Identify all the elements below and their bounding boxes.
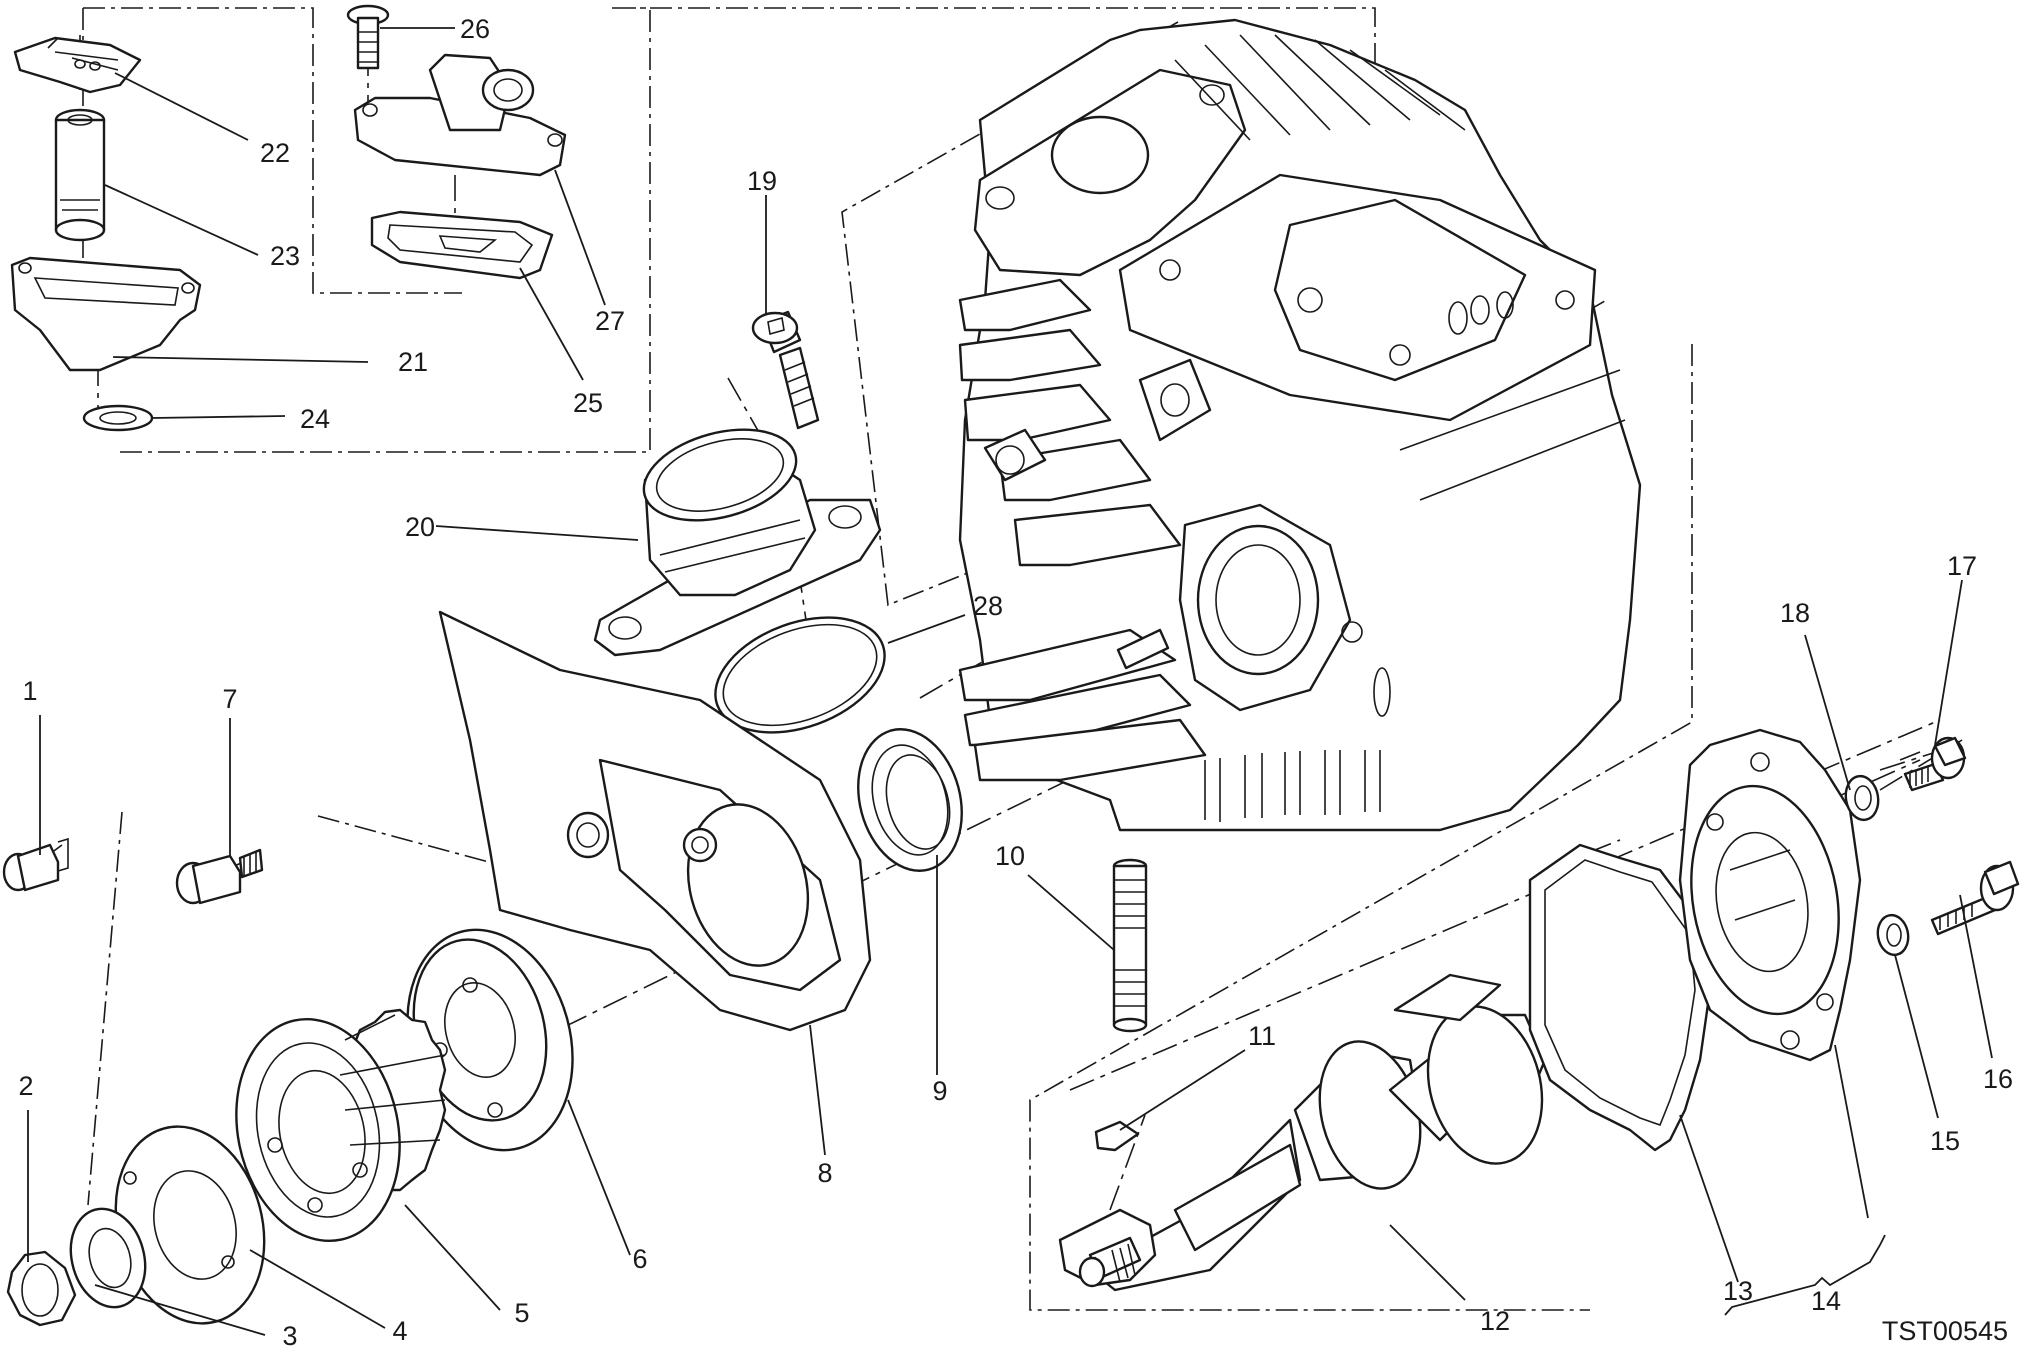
clip-22 — [13, 36, 142, 94]
bracket-14 — [1724, 1234, 1886, 1316]
callout-1: 1 — [22, 676, 37, 706]
callout-9: 9 — [932, 1076, 947, 1106]
screw-26 — [346, 4, 390, 70]
callout-27: 27 — [595, 306, 625, 336]
toothed-pulley-5 — [235, 1008, 447, 1243]
bolt-17 — [1903, 736, 1967, 792]
callout-8: 8 — [817, 1158, 832, 1188]
callout-17: 17 — [1947, 551, 1977, 581]
washer-24 — [82, 404, 154, 432]
cylinder-head — [958, 18, 1642, 832]
intake-manifold-20 — [593, 428, 882, 657]
callout-5: 5 — [514, 1298, 529, 1328]
callout-16: 16 — [1983, 1064, 2013, 1094]
stud-10 — [1112, 858, 1148, 1033]
callout-2: 2 — [18, 1071, 33, 1101]
gasket-13 — [1528, 843, 1712, 1152]
callout-25: 25 — [573, 388, 603, 418]
callout-22: 22 — [260, 138, 290, 168]
timing-belt-cover-8 — [438, 610, 872, 1032]
callout-12: 12 — [1480, 1306, 1510, 1336]
washer-3 — [69, 1207, 147, 1309]
pulley-plate-4 — [114, 1125, 266, 1325]
bushing-23 — [54, 108, 106, 242]
callout-15: 15 — [1930, 1126, 1960, 1156]
cam-cover-14 — [1678, 728, 1862, 1062]
leader-lines — [27, 27, 1993, 1336]
callout-7: 7 — [222, 684, 237, 714]
callout-4: 4 — [392, 1316, 407, 1346]
bolt-1 — [2, 837, 69, 892]
housing-21 — [10, 256, 202, 372]
pulley-hub-6 — [406, 928, 574, 1152]
callout-26: 26 — [460, 14, 490, 44]
callout-14: 14 — [1811, 1286, 1841, 1316]
callout-labels: 1 2 3 4 5 6 7 8 9 10 11 12 13 14 15 16 1… — [18, 14, 2013, 1351]
callout-10: 10 — [995, 841, 1025, 871]
callout-20: 20 — [405, 512, 435, 542]
callout-18: 18 — [1780, 598, 1810, 628]
callout-23: 23 — [270, 241, 300, 271]
camshaft-12 — [1058, 973, 1547, 1292]
nut-2 — [6, 1250, 77, 1327]
washer-15 — [1876, 913, 1910, 957]
callout-28: 28 — [973, 591, 1003, 621]
bolt-16 — [1930, 860, 2020, 936]
callout-11: 11 — [1248, 1021, 1276, 1051]
callout-19: 19 — [747, 166, 777, 196]
o-ring-28 — [714, 616, 886, 734]
callout-3: 3 — [282, 1321, 297, 1351]
gasket-25 — [370, 210, 554, 280]
water-cover-27 — [353, 53, 567, 177]
drawing-reference-code: TST00545 — [1882, 1316, 2008, 1346]
washer-18 — [1844, 774, 1880, 822]
callout-24: 24 — [300, 404, 330, 434]
screw-19 — [751, 310, 820, 430]
bolt-7 — [175, 848, 264, 905]
callout-21: 21 — [398, 347, 428, 377]
key-11 — [1094, 1120, 1140, 1152]
seal-9 — [857, 728, 963, 872]
callout-6: 6 — [632, 1244, 647, 1274]
callout-13: 13 — [1723, 1276, 1753, 1306]
